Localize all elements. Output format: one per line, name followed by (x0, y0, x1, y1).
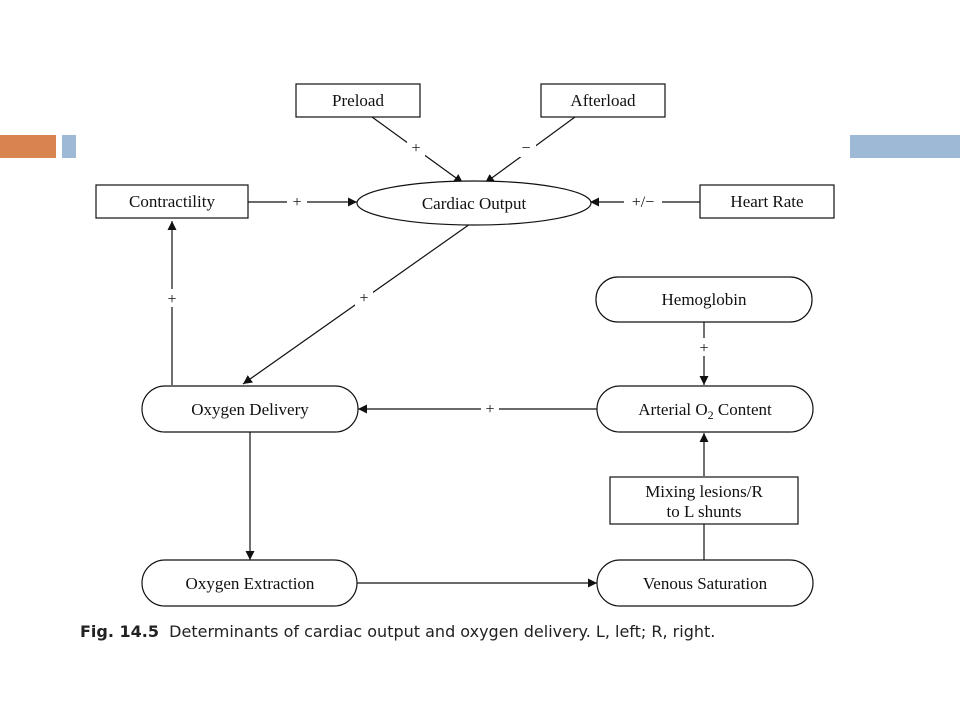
node-heart-rate (699, 184, 835, 219)
node-mixing-lesions-label-line1: Mixing lesions/R (645, 482, 763, 501)
node-afterload-label: Afterload (570, 91, 636, 110)
node-venous-saturation-label: Venous Saturation (643, 574, 768, 593)
node-arterial-o2-content-label: Arterial O2 Content (638, 400, 772, 422)
node-cardiac-output (356, 180, 592, 226)
node-cardiac-output-label: Cardiac Output (422, 194, 527, 213)
node-oxygen-extraction (141, 559, 358, 607)
figure-caption-text: Determinants of cardiac output and oxyge… (169, 622, 716, 641)
node-hemoglobin-label: Hemoglobin (662, 290, 747, 309)
sign-cardiac-output-to-oxygen-delivery: + (359, 290, 368, 307)
node-arterial-o2-content (596, 385, 814, 433)
sign-hemoglobin-to-arterial-o2-content: + (699, 340, 708, 357)
node-hemoglobin (595, 276, 813, 323)
node-preload (295, 83, 421, 118)
sign-afterload-to-cardiac-output: − (521, 140, 530, 157)
figure-caption: Fig. 14.5 Determinants of cardiac output… (80, 620, 840, 644)
sign-oxygen-delivery-to-contractility: + (167, 291, 176, 308)
cardiac-output-diagram: + − + +/− + + + + (95, 83, 835, 607)
accent-bar-blue-right (850, 135, 960, 158)
node-venous-saturation (596, 559, 814, 607)
accent-bar-blue-small (62, 135, 76, 158)
accent-bar-orange (0, 135, 56, 158)
node-oxygen-delivery-label: Oxygen Delivery (191, 400, 309, 419)
node-preload-label: Preload (332, 91, 384, 110)
node-mixing-lesions (609, 476, 799, 525)
sign-preload-to-cardiac-output: + (411, 140, 420, 157)
sign-contractility-to-cardiac-output: + (292, 194, 301, 211)
figure-caption-label: Fig. 14.5 (80, 622, 159, 641)
node-oxygen-extraction-label: Oxygen Extraction (186, 574, 315, 593)
node-contractility-label: Contractility (129, 192, 215, 211)
sign-heart-rate-to-cardiac-output: +/− (632, 194, 655, 211)
node-mixing-lesions-label-line2: to L shunts (667, 502, 742, 521)
node-oxygen-delivery (141, 385, 359, 433)
node-contractility (95, 184, 249, 219)
sign-arterial-o2-content-to-oxygen-delivery: + (485, 401, 494, 418)
node-heart-rate-label: Heart Rate (730, 192, 803, 211)
node-afterload (540, 83, 666, 118)
